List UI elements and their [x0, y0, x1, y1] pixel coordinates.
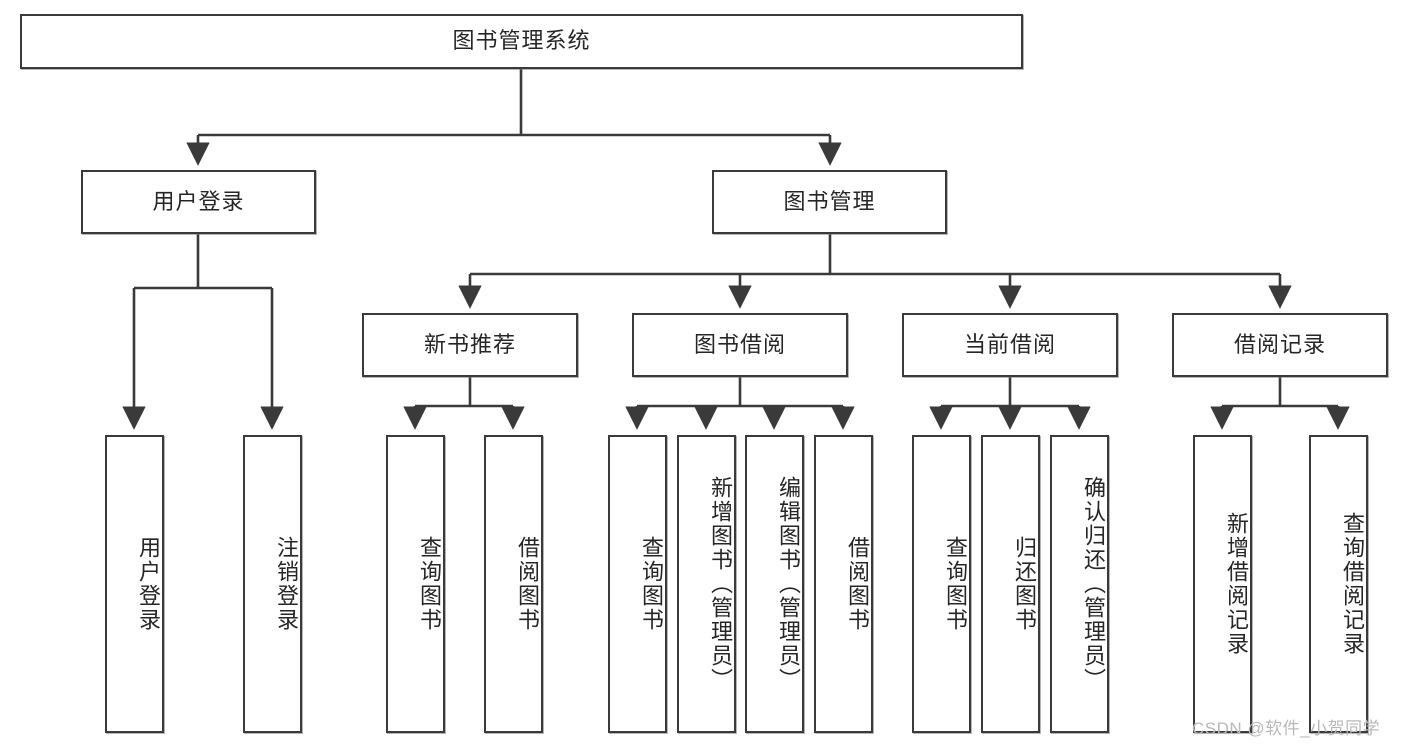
node-label: 借阅记录: [1233, 331, 1326, 357]
node-label: 图书管理系统: [452, 28, 591, 54]
node-label: 新书推荐: [423, 331, 516, 357]
node-book-borrow[interactable]: 图书借阅: [632, 313, 848, 377]
node-leaf-query-borrow-record[interactable]: 查询借阅记录: [1309, 435, 1368, 733]
node-label: 确认归还（管理员）: [1081, 476, 1106, 692]
node-label: 编辑图书（管理员）: [776, 476, 801, 692]
node-label: 借阅图书: [515, 536, 540, 632]
node-leaf-query-book-current[interactable]: 查询图书: [912, 435, 971, 733]
node-label: 注销登录: [274, 536, 299, 632]
node-user-login[interactable]: 用户登录: [81, 170, 316, 234]
node-label: 新增借阅记录: [1224, 512, 1249, 656]
node-leaf-borrow-book[interactable]: 借阅图书: [814, 435, 873, 733]
node-book-management[interactable]: 图书管理: [712, 170, 947, 234]
node-label: 用户登录: [152, 188, 245, 214]
node-label: 查询图书: [417, 536, 442, 632]
node-label: 查询图书: [639, 536, 664, 632]
node-label: 查询图书: [943, 536, 968, 632]
node-current-borrow[interactable]: 当前借阅: [902, 313, 1118, 377]
node-leaf-borrow-book-recommend[interactable]: 借阅图书: [484, 435, 543, 733]
node-leaf-return-book[interactable]: 归还图书: [981, 435, 1040, 733]
node-leaf-add-borrow-record[interactable]: 新增借阅记录: [1193, 435, 1252, 733]
node-label: 新增图书（管理员）: [708, 476, 733, 692]
node-label: 图书借阅: [693, 331, 786, 357]
node-leaf-edit-book[interactable]: 编辑图书（管理员）: [745, 435, 804, 733]
node-new-book-recommend[interactable]: 新书推荐: [362, 313, 578, 377]
node-label: 借阅图书: [845, 536, 870, 632]
node-leaf-user-login[interactable]: 用户登录: [105, 435, 164, 733]
node-label: 图书管理: [783, 188, 876, 214]
node-leaf-logout-login[interactable]: 注销登录: [243, 435, 302, 733]
csdn-watermark: CSDN @软件_小贺同学: [1192, 719, 1381, 738]
node-label: 用户登录: [136, 536, 161, 632]
node-leaf-add-book[interactable]: 新增图书（管理员）: [677, 435, 736, 733]
node-leaf-query-book-borrow[interactable]: 查询图书: [608, 435, 667, 733]
node-label: 查询借阅记录: [1340, 512, 1365, 656]
node-borrow-record[interactable]: 借阅记录: [1172, 313, 1388, 377]
node-leaf-confirm-return[interactable]: 确认归还（管理员）: [1050, 435, 1109, 733]
node-label: 归还图书: [1012, 536, 1037, 632]
node-book-management-system[interactable]: 图书管理系统: [20, 14, 1023, 69]
node-leaf-query-book-recommend[interactable]: 查询图书: [386, 435, 445, 733]
node-label: 当前借阅: [963, 331, 1056, 357]
